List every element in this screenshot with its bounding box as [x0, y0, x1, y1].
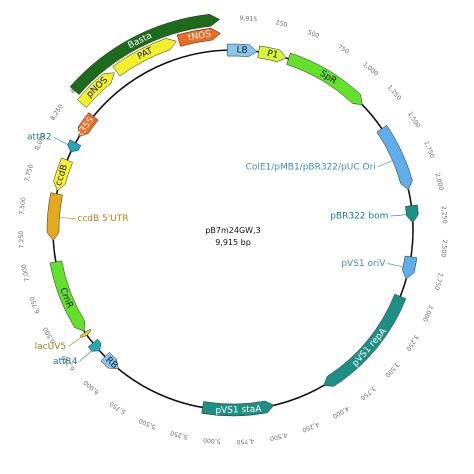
- tick-label: 5,250: [170, 429, 189, 440]
- tick-label: 8,250: [49, 103, 65, 122]
- feature-label-attr2: attR2: [27, 133, 52, 143]
- feature-pat[interactable]: [112, 38, 177, 77]
- feature-label-attr4: attR4: [53, 357, 78, 367]
- feature-lacuv5[interactable]: [79, 328, 92, 338]
- feature-label-ccdb5utr: ccdB 5'UTR: [77, 214, 128, 224]
- tick-label: 7,250: [18, 231, 26, 249]
- tick-label: 2,250: [440, 206, 448, 224]
- feature-lb[interactable]: [226, 43, 258, 57]
- tick-label: 3,750: [359, 384, 377, 401]
- tick-label: 6,000: [82, 379, 100, 396]
- feature-pvs1repa[interactable]: [323, 293, 407, 387]
- tick-label: 4,500: [269, 431, 288, 442]
- feature-label-lacuv5: lacUV5: [35, 342, 66, 352]
- tick-label: 2,500: [439, 239, 447, 257]
- leader-line-cole1: [377, 160, 393, 168]
- feature-label-lb: LB: [236, 45, 248, 56]
- tick-label: 7,750: [24, 164, 36, 183]
- feature-pvs1oriv[interactable]: [402, 255, 418, 280]
- tick-label: 5,750: [109, 400, 128, 416]
- tick-label: 750: [336, 43, 350, 55]
- tick-label: 250: [275, 19, 288, 29]
- tick-label: 4,250: [301, 420, 320, 433]
- feature-label-tnos: tNOS: [187, 29, 212, 43]
- tick-label: 5,000: [203, 436, 221, 445]
- tick-label: 2,000: [433, 172, 444, 191]
- feature-ccdb5utr[interactable]: [46, 192, 63, 241]
- feature-label-pvs1oriv: pVS1 oriV: [341, 259, 386, 269]
- feature-label-p1: P1: [266, 49, 279, 61]
- tick-label: 5,500: [138, 417, 157, 431]
- feature-pbr322bom[interactable]: [405, 204, 419, 224]
- feature-attr4[interactable]: [87, 338, 102, 352]
- feature-cmr[interactable]: [49, 260, 86, 332]
- feature-pnos[interactable]: [76, 72, 115, 108]
- tick-label: 2,750: [433, 272, 444, 291]
- feature-pvs1staa[interactable]: [201, 400, 275, 417]
- feature-tnos[interactable]: [176, 27, 221, 47]
- tick-label: 1,500: [406, 111, 421, 130]
- leader-line-ccdb5utr: [59, 217, 76, 219]
- tick-label: 4,750: [236, 437, 254, 445]
- plasmid-name: pB7m24GW,3: [205, 226, 260, 235]
- leader-line-attr4: [79, 350, 92, 362]
- tick-label: 9,915: [239, 15, 257, 23]
- feature-label-cole1: ColE1/pMB1/pBR322/pUC Ori: [246, 162, 376, 172]
- leader-line-attr2: [53, 136, 68, 145]
- leader-line-pvs1oriv: [387, 263, 404, 268]
- tick-label: 1,250: [386, 84, 403, 102]
- feature-t35s[interactable]: [78, 112, 99, 138]
- leader-line-lacuv5: [67, 337, 82, 347]
- tick-label: 1,750: [422, 140, 435, 159]
- feature-spr[interactable]: [286, 52, 363, 106]
- tick-label: 1,000: [361, 61, 379, 78]
- feature-attr2[interactable]: [67, 139, 82, 153]
- feature-label-pvs1repa: pVS1 repA: [351, 326, 390, 369]
- feature-label-pbr322bom: pBR322 bom: [330, 212, 388, 222]
- tick-label: 3,500: [384, 361, 401, 379]
- tick-label: 3,250: [404, 333, 419, 352]
- tick-label: 6,750: [29, 295, 42, 314]
- feature-label-pvs1staa: pVS1 staA: [215, 405, 262, 416]
- feature-p1[interactable]: [257, 45, 287, 62]
- feature-ccdb[interactable]: [53, 157, 73, 191]
- leader-line-pbr322bom: [390, 214, 407, 217]
- feature-rb[interactable]: [100, 352, 119, 370]
- tick-label: 7,000: [21, 263, 31, 282]
- tick-label: 500: [307, 29, 321, 40]
- plasmid-length: 9,915 bp: [215, 238, 251, 247]
- feature-basta[interactable]: [69, 14, 221, 95]
- tick-label: 7,500: [18, 197, 27, 215]
- feature-cole1[interactable]: [376, 124, 413, 191]
- tick-label: 3,000: [421, 303, 434, 322]
- tick-label: 4,000: [331, 405, 350, 420]
